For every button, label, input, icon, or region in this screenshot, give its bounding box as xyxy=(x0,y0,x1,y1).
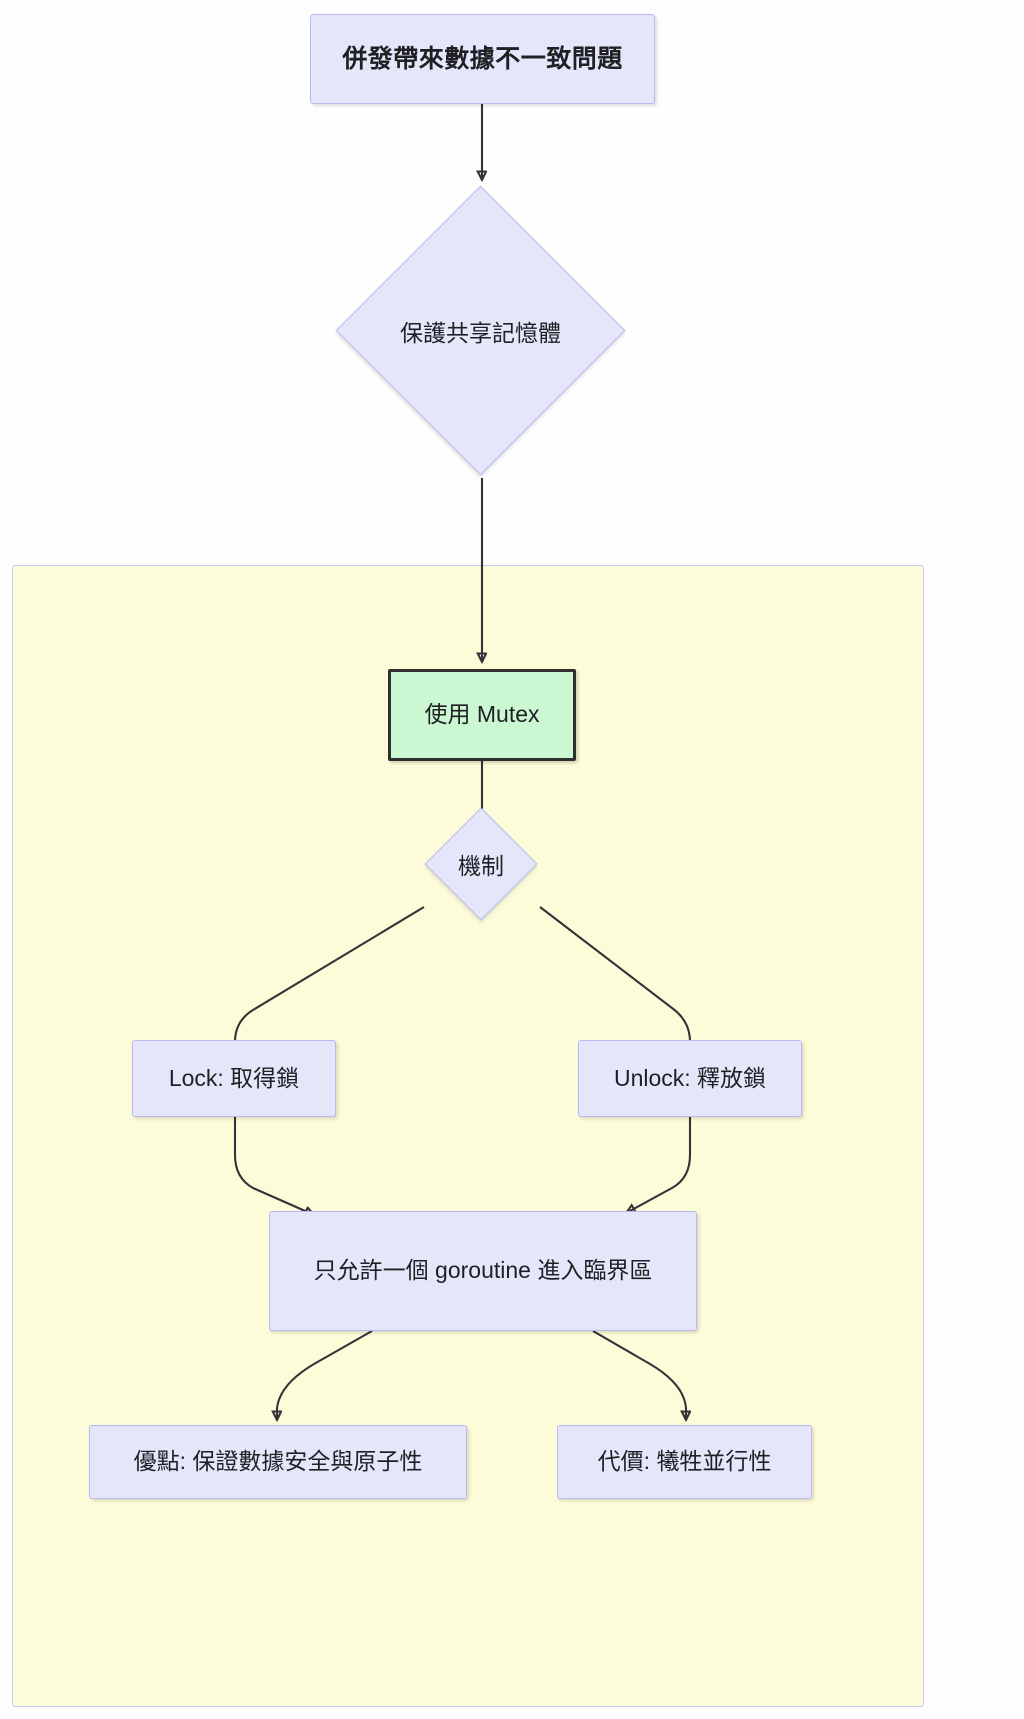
node-mutex[interactable]: 使用 Mutex xyxy=(388,669,576,761)
node-mechanism[interactable]: 機制 xyxy=(424,807,538,921)
node-goal-label: 保護共享記憶體 xyxy=(400,319,561,346)
node-cost[interactable]: 代價: 犧牲並行性 xyxy=(557,1425,812,1499)
node-goal[interactable]: 保護共享記憶體 xyxy=(335,185,626,476)
node-benefit[interactable]: 優點: 保證數據安全與原子性 xyxy=(89,1425,467,1499)
node-mechanism-label: 機制 xyxy=(458,853,504,879)
node-critical-section[interactable]: 只允許一個 goroutine 進入臨界區 xyxy=(269,1211,697,1331)
node-unlock[interactable]: Unlock: 釋放鎖 xyxy=(578,1040,802,1117)
node-problem[interactable]: 併發帶來數據不一致問題 xyxy=(310,14,655,104)
node-lock[interactable]: Lock: 取得鎖 xyxy=(132,1040,336,1117)
